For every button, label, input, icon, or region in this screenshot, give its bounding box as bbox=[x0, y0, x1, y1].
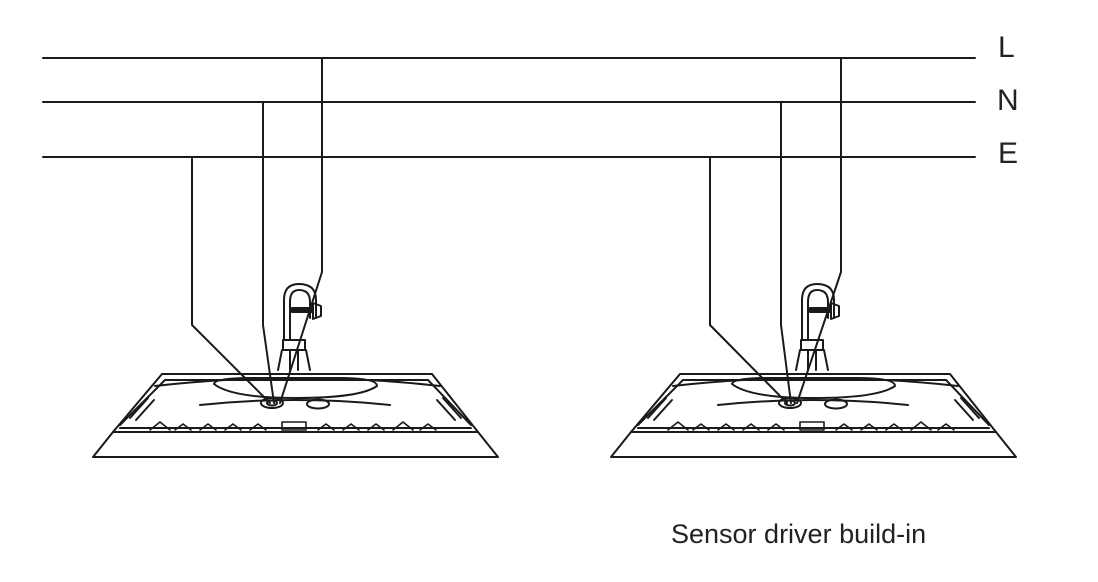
drop-wire-l-right bbox=[796, 57, 842, 404]
drop-wire-l-left bbox=[279, 57, 323, 404]
drop-wire-e-left bbox=[191, 156, 271, 404]
drop-wire-n-right bbox=[780, 101, 792, 404]
fixture-right bbox=[610, 283, 1017, 458]
drop-wire-n-left bbox=[262, 101, 275, 404]
drop-wires-right bbox=[709, 57, 842, 404]
fixture-left bbox=[92, 283, 499, 458]
bus-label-n: N bbox=[997, 84, 1019, 117]
diagram-caption: Sensor driver build-in bbox=[671, 519, 927, 549]
drop-wires-left bbox=[191, 57, 323, 404]
drop-wire-e-right bbox=[709, 156, 788, 404]
bus-label-e: E bbox=[998, 137, 1019, 170]
bus-label-l: L bbox=[998, 31, 1015, 64]
